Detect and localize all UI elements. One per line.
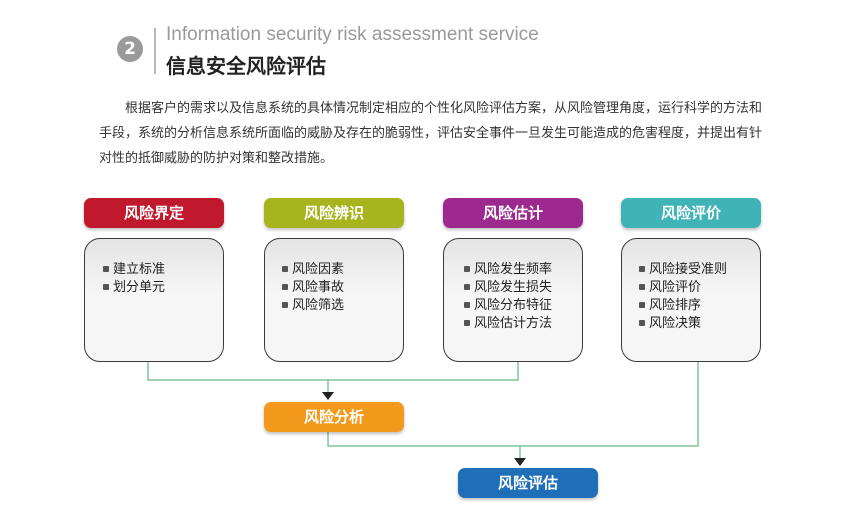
bullet-icon bbox=[464, 265, 470, 272]
list-item: 风险发生频率 bbox=[464, 261, 582, 279]
list-item: 风险评价 bbox=[639, 279, 760, 297]
stage-header-3: 风险估计 bbox=[443, 198, 583, 228]
list-item: 风险接受准则 bbox=[639, 261, 760, 279]
header-divider bbox=[154, 28, 156, 74]
connector-stage1-stage3-to-analysis bbox=[147, 362, 519, 381]
intro-paragraph: 根据客户的需求以及信息系统的具体情况制定相应的个性化风险评估方案，从风险管理角度… bbox=[99, 101, 763, 166]
list-item: 风险因素 bbox=[282, 261, 403, 279]
stage-box-3: 风险发生频率 风险发生损失 风险分布特征 风险估计方法 bbox=[443, 238, 583, 362]
bullet-icon bbox=[464, 283, 470, 290]
list-item: 划分单元 bbox=[103, 279, 223, 297]
bullet-icon bbox=[639, 319, 645, 326]
list-item: 建立标准 bbox=[103, 261, 223, 279]
assessment-box: 风险评估 bbox=[458, 468, 598, 498]
bullet-icon bbox=[639, 265, 645, 272]
bullet-icon bbox=[282, 283, 288, 290]
stage-header-4: 风险评价 bbox=[621, 198, 761, 228]
bullet-icon bbox=[282, 265, 288, 272]
stage-header-2: 风险辨识 bbox=[264, 198, 404, 228]
bullet-icon bbox=[103, 283, 109, 290]
list-item: 风险决策 bbox=[639, 315, 760, 333]
list-item: 风险估计方法 bbox=[464, 315, 582, 333]
stage-box-2: 风险因素 风险事故 风险筛选 bbox=[264, 238, 404, 362]
arrow-to-assessment bbox=[514, 458, 526, 466]
arrow-to-analysis bbox=[322, 392, 334, 400]
bullet-icon bbox=[639, 301, 645, 308]
bullet-icon bbox=[282, 301, 288, 308]
stage-header-1: 风险界定 bbox=[84, 198, 224, 228]
stage-box-1: 建立标准 划分单元 bbox=[84, 238, 224, 362]
analysis-box: 风险分析 bbox=[264, 402, 404, 432]
english-title: Information security risk assessment ser… bbox=[166, 24, 539, 45]
list-item: 风险排序 bbox=[639, 297, 760, 315]
list-item: 风险事故 bbox=[282, 279, 403, 297]
stage-box-4: 风险接受准则 风险评价 风险排序 风险决策 bbox=[621, 238, 761, 362]
list-item: 风险筛选 bbox=[282, 297, 403, 315]
list-item: 风险发生损失 bbox=[464, 279, 582, 297]
bullet-icon bbox=[639, 283, 645, 290]
connector-lines bbox=[147, 362, 699, 459]
list-item: 风险分布特征 bbox=[464, 297, 582, 315]
header-number-badge: 2 bbox=[117, 36, 143, 62]
bullet-icon bbox=[464, 301, 470, 308]
bullet-icon bbox=[103, 265, 109, 272]
chinese-title: 信息安全风险评估 bbox=[166, 54, 326, 78]
connector-stage2-stage4-to-assessment bbox=[327, 362, 699, 447]
bullet-icon bbox=[464, 319, 470, 326]
